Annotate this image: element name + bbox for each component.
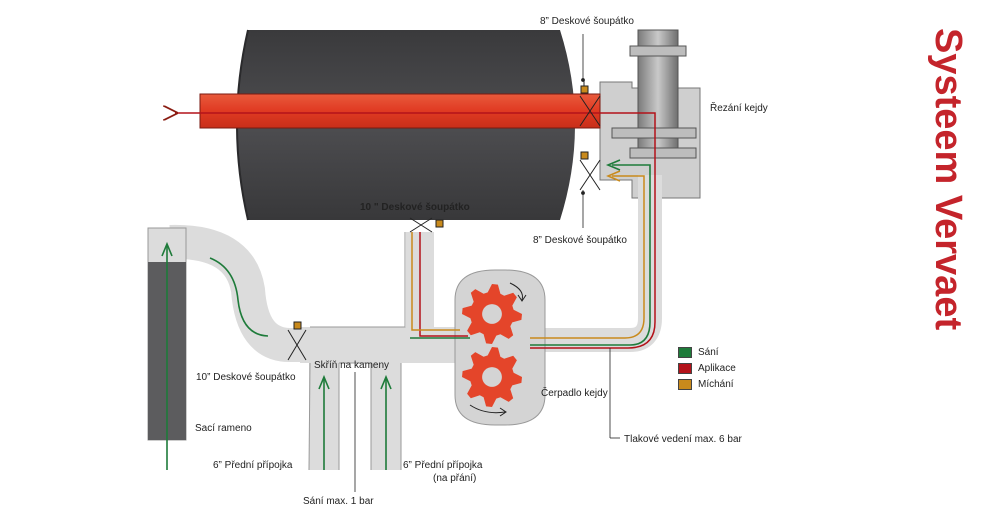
legend-swatch-suction — [678, 346, 692, 358]
valve-8-right-label: 8” Deskové šoupátko — [533, 235, 627, 246]
valve-8-right-icon — [579, 151, 601, 191]
valve-10-center-label: 10 " Deskové šoupátko — [360, 202, 470, 213]
flow-suction — [161, 159, 651, 470]
gear-hub — [482, 367, 502, 387]
flow-mixing — [411, 170, 645, 339]
flow-application — [175, 113, 656, 349]
brand-title: Systeem Vervaet — [927, 28, 969, 331]
legend-swatch-mixing — [678, 378, 692, 390]
suction-arm-label: Sací rameno — [195, 423, 252, 434]
leader-lines — [354, 34, 620, 492]
valve-10-left-label: 10” Deskové šoupátko — [196, 372, 296, 383]
pump-label: Čerpadlo kejdy — [541, 386, 608, 399]
front-connection-right-label: 6” Přední přípojka — [403, 460, 483, 471]
suction-max-label: Sání max. 1 bar — [303, 496, 374, 507]
chopper-unit — [599, 29, 701, 199]
pump-gear-upper — [462, 284, 522, 344]
application-boom — [199, 93, 601, 129]
optional-label: (na přání) — [433, 473, 476, 484]
brand-title-container: Systeem Vervaet — [927, 24, 975, 330]
legend-item-application: Aplikace — [678, 360, 736, 376]
chopper-label: Řezání kejdy — [710, 101, 768, 114]
legend-item-mixing: Míchání — [678, 376, 736, 392]
valve-8-top-icon — [579, 80, 601, 127]
stone-trap-label: Skříň na kameny — [314, 360, 389, 371]
gear-hub — [482, 304, 502, 324]
valve-10-center-icon — [409, 217, 444, 233]
legend-label-mixing: Míchání — [698, 378, 734, 390]
legend-label-suction: Sání — [698, 346, 719, 358]
valve-top-label: 8” Deskové šoupátko — [540, 16, 634, 27]
legend-label-application: Aplikace — [698, 362, 736, 374]
legend-swatch-application — [678, 362, 692, 374]
legend: Sání Aplikace Míchání — [678, 344, 736, 392]
front-connection-left-label: 6” Přední přípojka — [213, 460, 293, 471]
rotation-arrows — [469, 282, 527, 417]
legend-item-suction: Sání — [678, 344, 736, 360]
pipe-outlines — [308, 232, 406, 471]
pressure-line-label: Tlakové vedení max. 6 bar — [624, 434, 743, 445]
pump-gear-lower — [462, 347, 522, 407]
valve-10-left-icon — [287, 321, 307, 361]
